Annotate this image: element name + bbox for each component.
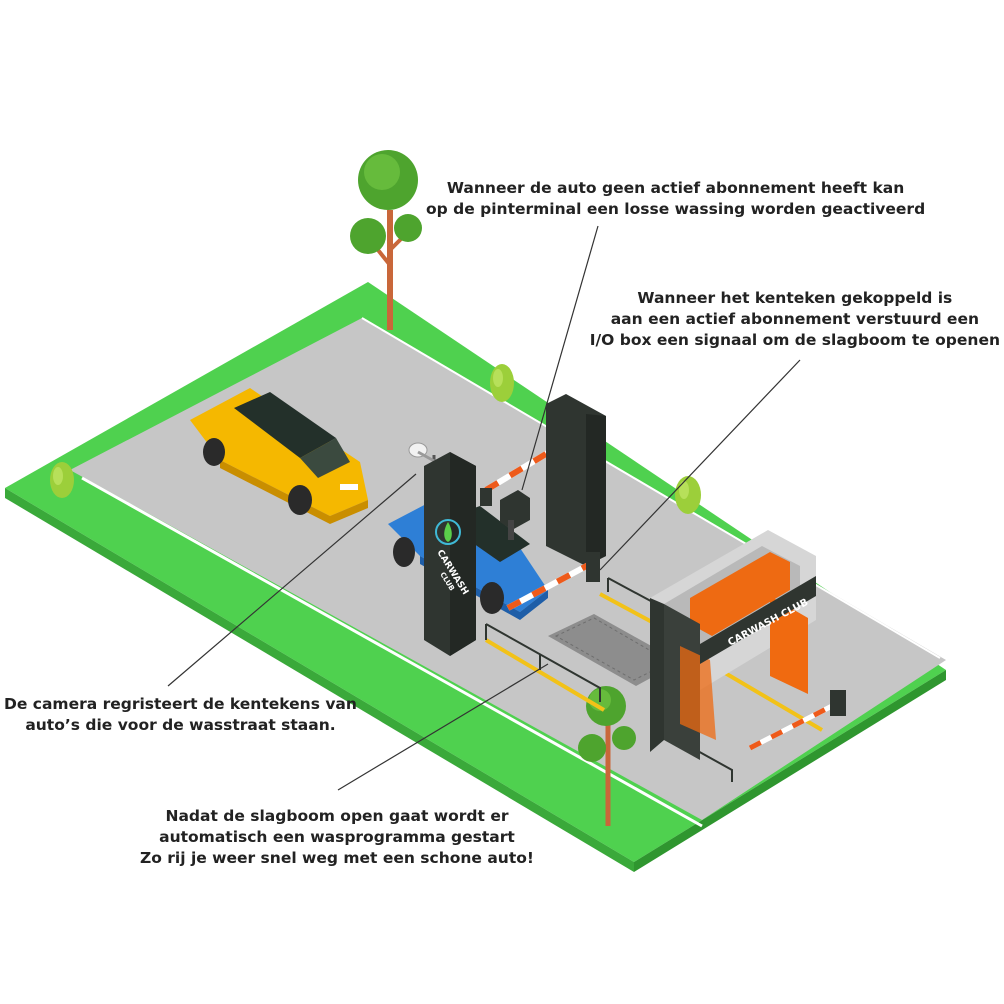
annotation-barrier-line-2: automatisch een wasprogramma gestart — [159, 828, 515, 846]
annotation-pinterminal-line-1: Wanneer de auto geen actief abonnement h… — [446, 179, 905, 197]
annotation-io-box-line-2: aan een actief abonnement verstuurd een — [610, 310, 979, 328]
annotation-barrier-line-1: Nadat de slagboom open gaat wordt er — [165, 807, 509, 825]
annotation-io-box-line-1: Wanneer het kenteken gekoppeld is — [637, 289, 953, 307]
carwash-gantry: CARWASH CLUB — [650, 530, 816, 760]
annotation-camera-line-2: auto’s die voor de wasstraat staan. — [25, 716, 336, 734]
yellow-car — [190, 388, 368, 524]
annotation-barrier: Nadat de slagboom open gaat wordt er aut… — [140, 806, 534, 869]
exit-barrier — [748, 690, 846, 751]
tree-bottom — [578, 686, 636, 826]
leader-line-pinterminal — [521, 225, 599, 491]
leader-line-io-box — [599, 359, 801, 571]
leader-line-camera — [167, 473, 417, 687]
annotation-pinterminal: Wanneer de auto geen actief abonnement h… — [426, 178, 925, 220]
annotation-camera: De camera regristeert de kentekens van a… — [4, 694, 357, 736]
bush-right — [675, 476, 701, 514]
annotation-io-box-line-3: I/O box een signaal om de slagboom te op… — [589, 331, 1000, 349]
tall-dark-panel — [546, 394, 606, 566]
leader-lines — [167, 225, 801, 791]
pin-terminal — [500, 490, 530, 540]
annotation-pinterminal-line-2: op de pinterminal een losse wassing word… — [426, 200, 926, 218]
bush-left — [50, 462, 74, 498]
leader-line-barrier — [337, 663, 549, 791]
tree-top — [350, 150, 422, 330]
drain-grate — [548, 614, 680, 686]
carwash-pillar: CARWASH CLUB — [424, 452, 476, 656]
annotation-barrier-line-3: Zo rij je weer snel weg met een schone a… — [140, 849, 534, 867]
annotation-io-box: Wanneer het kenteken gekoppeld is aan ee… — [590, 288, 1000, 351]
annotation-camera-line-1: De camera regristeert de kentekens van — [4, 695, 357, 713]
bush-top — [490, 364, 514, 402]
second-barrier — [506, 552, 600, 611]
